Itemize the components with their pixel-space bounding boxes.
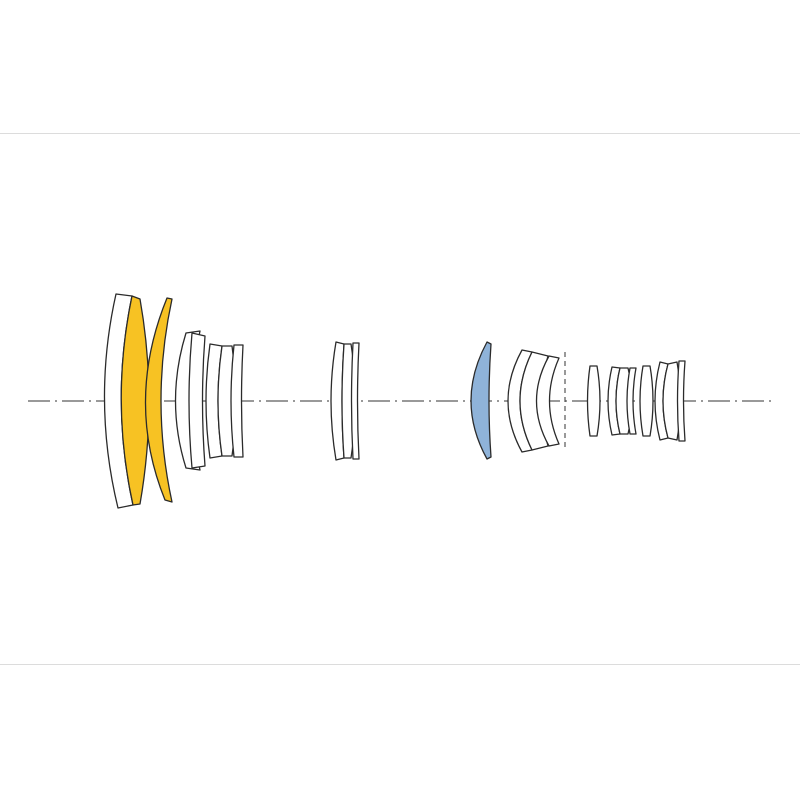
rear-group (470, 341, 686, 460)
lens-element-3-special-glass (144, 297, 173, 503)
lens-element-12-aspherical (470, 341, 492, 460)
lens-element-23 (676, 360, 686, 442)
middle-group (330, 341, 360, 461)
lens-element-8 (230, 344, 244, 458)
lens-element-2-special-glass (120, 295, 150, 506)
front-group (103, 293, 244, 509)
lens-element-11 (350, 342, 360, 460)
lens-element-19 (626, 367, 637, 435)
lens-element-5 (188, 332, 206, 469)
lens-element-15 (535, 355, 560, 447)
lens-element-20 (639, 365, 654, 437)
lens-element-16 (586, 365, 601, 437)
